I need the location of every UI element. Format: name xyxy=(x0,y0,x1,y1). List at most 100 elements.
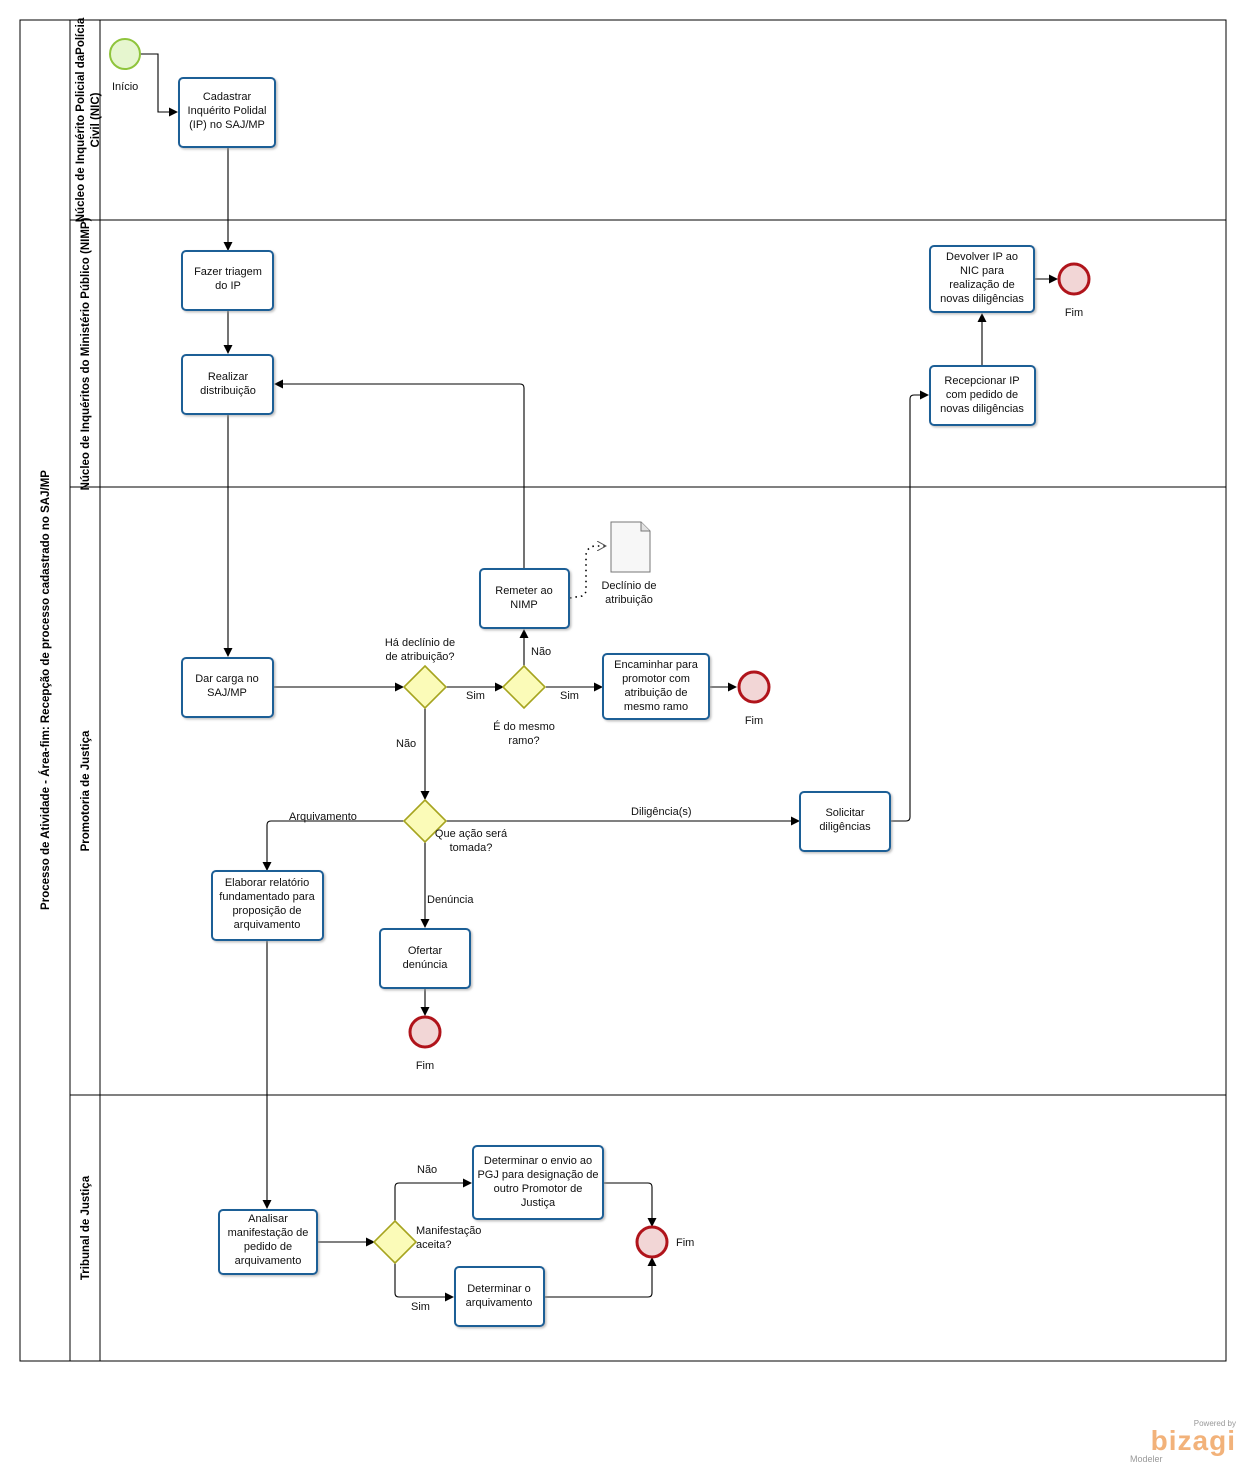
flow-gw4-envio xyxy=(394,1178,472,1221)
text-line: Dar carga no xyxy=(195,673,259,685)
end-event-tribunal-label: Fim xyxy=(676,1237,694,1249)
start-event[interactable] xyxy=(109,38,141,70)
flow-gw4-arquivamento xyxy=(394,1263,454,1302)
flow-label-arquivamento: Arquivamento xyxy=(289,811,357,823)
flow-label-sim-ramo: Sim xyxy=(560,690,579,702)
text-line: Solicitar xyxy=(825,807,864,819)
task-fazer-triagem[interactable]: Fazer triagem do IP xyxy=(181,250,274,311)
gateway-declinio-label: Há declínio de de atribuição? xyxy=(385,637,455,663)
text-line: Recepcionar IP xyxy=(944,375,1019,387)
end-event-tribunal[interactable] xyxy=(635,1225,669,1259)
text-line: Ofertar xyxy=(408,945,443,957)
sequence-flows xyxy=(140,53,1058,1302)
logo-powered-text: Powered by xyxy=(1193,1419,1236,1428)
task-elaborar-relatorio[interactable]: Elaborar relatório fundamentado para propo… xyxy=(211,870,324,941)
end-event-denuncia[interactable] xyxy=(408,1015,442,1049)
text-line: diligências xyxy=(819,821,871,833)
flow-label-denuncia: Denúncia xyxy=(427,894,474,906)
text-line: Que ação será xyxy=(435,828,508,840)
text-line: atribuição xyxy=(605,594,653,606)
end-event-encaminhar[interactable] xyxy=(737,670,771,704)
text-line: atribuição de xyxy=(625,687,688,699)
text-line: Civil (NIC) xyxy=(90,92,102,147)
gateway-acao[interactable] xyxy=(402,798,448,844)
flow-start-cadastrar xyxy=(140,53,178,117)
logo-product: Modeler xyxy=(1130,1454,1163,1464)
text-line: Justiça xyxy=(521,1197,556,1209)
text-line: Realizar xyxy=(208,371,249,383)
end-event-nimp[interactable] xyxy=(1057,262,1091,296)
text-line: novas diligências xyxy=(940,403,1024,415)
flow-label-nao-ramo: Não xyxy=(531,646,551,658)
text-line: arquivamento xyxy=(234,919,301,931)
text-line: Devolver IP ao xyxy=(946,251,1018,263)
text-line: de atribuição? xyxy=(385,651,454,663)
text-line: outro Promotor de xyxy=(494,1183,583,1195)
gateway-mesmo-ramo[interactable] xyxy=(501,664,547,710)
text-line: proposição de xyxy=(232,905,301,917)
flow-gw3-elaborar xyxy=(262,820,404,871)
text-line: com pedido de xyxy=(946,389,1018,401)
flow-remeter-distribuicao xyxy=(274,379,525,568)
gateway-manifestacao[interactable] xyxy=(372,1219,418,1265)
text-line: Fazer triagem xyxy=(194,266,262,278)
text-line: Encaminhar para xyxy=(614,659,699,671)
task-solicitar-diligencias[interactable]: Solicitar diligências xyxy=(799,791,891,852)
flow-label-sim-declinio: Sim xyxy=(466,690,485,702)
lane-title-nimp: Núcleo de Inquéritos do Ministério Públi… xyxy=(80,217,92,490)
lane-title-tribunal: Tribunal de Justiça xyxy=(80,1175,92,1280)
text-line: Declínio de xyxy=(601,580,656,592)
text-line: Manifestação xyxy=(416,1225,481,1237)
text-line: mesmo ramo xyxy=(624,701,688,713)
data-object-icon[interactable] xyxy=(610,521,651,573)
text-line: Inquérito Polidal xyxy=(188,105,267,117)
text-line: do IP xyxy=(215,280,241,292)
text-line: Núcleo de Inquérito Policial daPolícia xyxy=(75,17,87,222)
text-line: Elaborar relatório xyxy=(225,877,309,889)
text-line: Determinar o envio ao xyxy=(484,1155,592,1167)
text-line: Há declínio de xyxy=(385,637,455,649)
end-event-encaminhar-label: Fim xyxy=(745,715,763,727)
pool xyxy=(19,19,1227,1362)
text-line: NIMP xyxy=(510,599,538,611)
text-line: aceita? xyxy=(416,1239,451,1251)
text-line: promotor com xyxy=(622,673,690,685)
text-line: Analisar xyxy=(248,1213,288,1225)
flow-label-nao-declinio: Não xyxy=(396,738,416,750)
task-recepcionar-ip[interactable]: Recepcionar IP com pedido de novas diligên… xyxy=(929,365,1036,426)
gateway-declinio[interactable] xyxy=(402,664,448,710)
text-line: realização de xyxy=(949,279,1014,291)
text-line: ramo? xyxy=(508,735,539,747)
flow-label-diligencias: Diligência(s) xyxy=(631,806,692,818)
logo-name: bizagi xyxy=(1150,1425,1236,1456)
text-line: arquivamento xyxy=(235,1255,302,1267)
text-line: Determinar o xyxy=(467,1283,531,1295)
task-encaminhar-promotor[interactable]: Encaminhar para promotor com atribuição de… xyxy=(602,653,710,720)
data-object-label: Declínio de atribuição xyxy=(601,580,656,606)
text-line: fundamentado para xyxy=(219,891,315,903)
